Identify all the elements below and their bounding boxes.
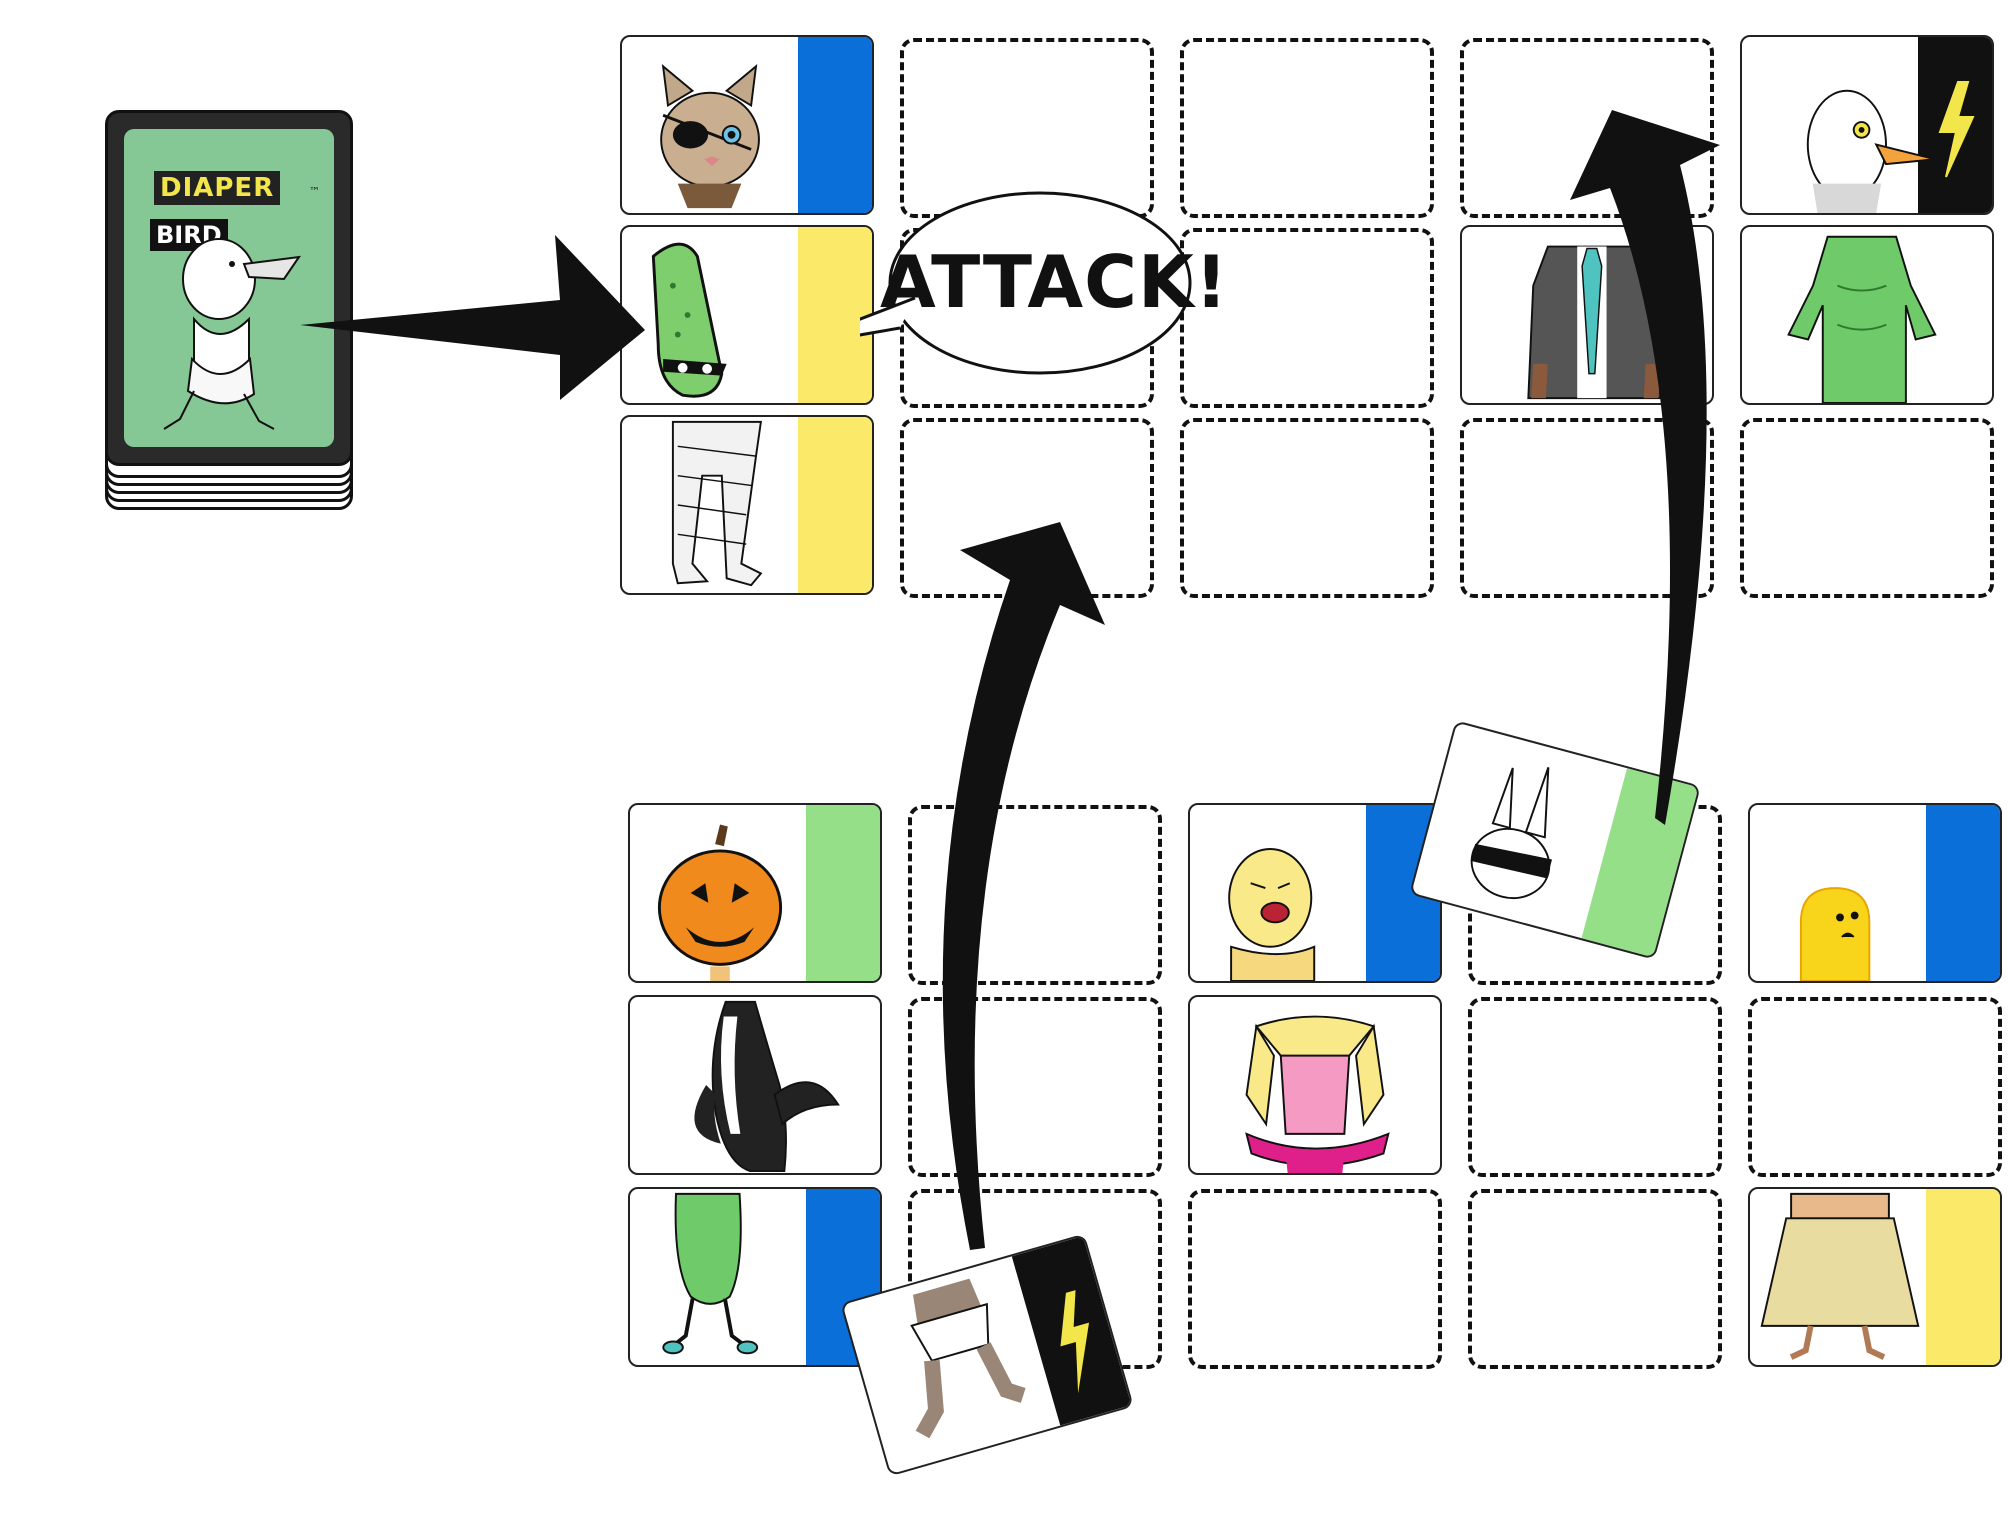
color-band-yellow (798, 227, 872, 403)
grass-skirt-icon (1760, 1192, 1920, 1360)
orca-icon (694, 1000, 840, 1173)
seagull-icon (1806, 89, 1936, 213)
suit-tie-icon (1527, 245, 1662, 400)
card-green-monster-body[interactable] (1740, 225, 1994, 405)
moving-card-bunny-head[interactable] (1409, 720, 1701, 960)
empty-slot[interactable] (1468, 1189, 1722, 1369)
draw-deck[interactable]: DIAPERBIRD ™ (105, 110, 355, 510)
card-yellow-blob-head[interactable] (1748, 803, 2002, 983)
color-band-blue (798, 37, 872, 213)
card-seagull-head[interactable] (1740, 35, 1994, 215)
color-band-yellow (1926, 1189, 2000, 1365)
empty-slot[interactable] (1460, 418, 1714, 598)
speech-bubble (860, 191, 1192, 375)
color-band-yellow (798, 417, 872, 593)
masked-bunny-icon (1470, 767, 1553, 900)
deck-card-face: DIAPERBIRD ™ (124, 129, 334, 447)
cat-eyepatch-icon (660, 63, 760, 209)
deck-top-card[interactable]: DIAPERBIRD ™ (105, 110, 353, 466)
empty-slot[interactable] (900, 418, 1154, 598)
pumpkin-icon (657, 824, 783, 981)
color-band-black (1918, 37, 1992, 213)
speech-bubble-text: ATTACK! (880, 240, 1229, 324)
card-crying-baby-head[interactable] (1188, 803, 1442, 983)
diaper-bird-icon (163, 238, 302, 430)
empty-slot[interactable] (908, 805, 1162, 985)
empty-slot[interactable] (1740, 418, 1994, 598)
card-grass-skirt-legs[interactable] (1748, 1187, 2002, 1367)
empty-slot[interactable] (1188, 1189, 1442, 1369)
empty-slot[interactable] (908, 997, 1162, 1177)
empty-slot[interactable] (1748, 997, 2002, 1177)
card-suit-body[interactable] (1460, 225, 1714, 405)
pickle-legs-icon (662, 1192, 759, 1355)
lightning-icon (1060, 1290, 1090, 1394)
empty-slot[interactable] (1180, 418, 1434, 598)
card-cat-head[interactable] (620, 35, 874, 215)
logo-word-diaper: DIAPER (154, 171, 281, 205)
card-orca-body[interactable] (628, 995, 882, 1175)
lightning-icon (1938, 81, 1975, 178)
crying-baby-icon (1228, 848, 1316, 981)
color-band-black (1011, 1235, 1132, 1426)
mummy-legs-icon (671, 420, 763, 587)
trademark-symbol: ™ (309, 185, 320, 198)
empty-slot[interactable] (1180, 38, 1434, 218)
green-monster-icon (1787, 235, 1937, 403)
card-pickle-legs[interactable] (628, 1187, 882, 1367)
moving-card-diaper-legs[interactable] (840, 1233, 1134, 1477)
card-pickle-bandit-body[interactable] (620, 225, 874, 405)
empty-slot[interactable] (1468, 997, 1722, 1177)
color-band-blue (1926, 805, 2000, 981)
tutu-icon (1245, 1015, 1390, 1173)
color-band-green (806, 805, 880, 981)
card-pumpkin-head[interactable] (628, 803, 882, 983)
empty-slot[interactable] (1460, 38, 1714, 218)
card-ballerina-body[interactable] (1188, 995, 1442, 1175)
diaper-legs-icon (910, 1278, 1026, 1439)
pickle-icon (651, 242, 727, 398)
yellow-blob-icon (1799, 887, 1871, 981)
empty-slot[interactable] (1180, 228, 1434, 408)
card-mummy-legs[interactable] (620, 415, 874, 595)
